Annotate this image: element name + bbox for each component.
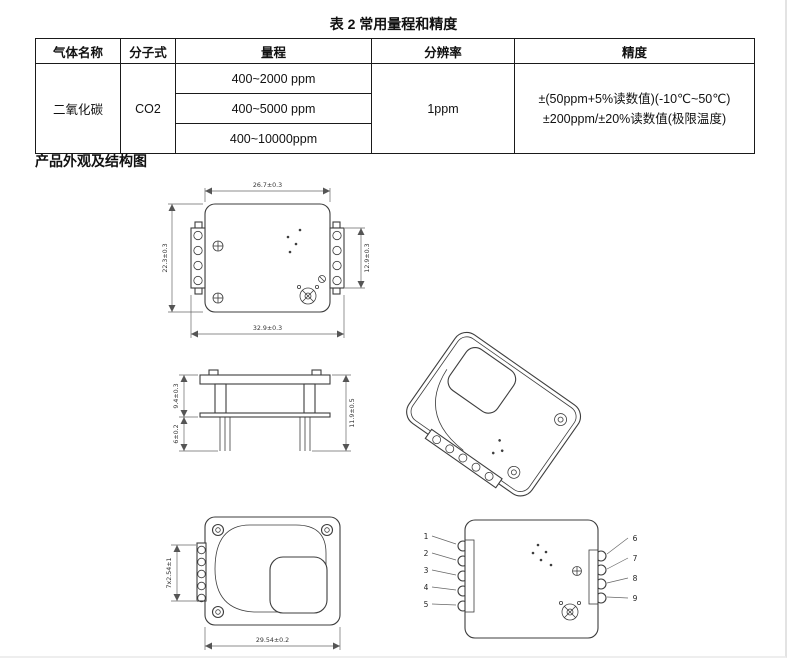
dim-bottom-pin-pitch: 7x2.54±1 — [166, 557, 173, 588]
side-view-dimensions: 9.4±0.3 6±0.2 11.9±0.5 — [173, 374, 356, 452]
drawing-top-view: 26.7±0.3 22.3±0.3 12.9±0.3 32.9±0.3 — [162, 182, 371, 338]
table-header-row: 气体名称 分子式 量程 分辨率 精度 — [35, 38, 755, 64]
cell-formula: CO2 — [120, 63, 176, 154]
pin-number-3: 3 — [424, 566, 429, 575]
drawing-bottom-view: 7x2.54±1 29.54±0.2 — [166, 516, 341, 650]
screw-icon — [212, 240, 224, 304]
cell-range-2: 400~5000 ppm — [175, 93, 372, 124]
dim-top-connector-height: 12.9±0.3 — [364, 243, 371, 272]
pin-number-7: 7 — [633, 554, 638, 563]
pin-leader-lines — [431, 535, 629, 606]
accuracy-line-2: ±200ppm/±20%读数值(极限温度) — [542, 111, 727, 126]
cell-range-3: 400~10000ppm — [175, 123, 372, 154]
drawing-iso-view — [406, 331, 582, 497]
top-view-dimensions: 26.7±0.3 22.3±0.3 12.9±0.3 32.9±0.3 — [162, 182, 371, 338]
gas-port-icon — [558, 601, 581, 621]
dim-top-body-height: 22.3±0.3 — [162, 243, 169, 272]
table-row: 二氧化碳 CO2 400~2000 ppm 1ppm ±(50ppm+5%读数值… — [35, 63, 755, 154]
col-header-formula: 分子式 — [120, 38, 176, 64]
bottom-view-dimensions: 7x2.54±1 29.54±0.2 — [166, 544, 341, 650]
section-title: 产品外观及结构图 — [35, 153, 147, 169]
dim-bottom-width: 29.54±0.2 — [256, 637, 289, 644]
cell-gas-name: 二氧化碳 — [35, 63, 121, 154]
col-header-range: 量程 — [175, 38, 372, 64]
iso-view-outline — [406, 331, 582, 497]
pin-view-outline — [457, 519, 607, 639]
pin-numbers: 1 2 3 4 5 6 7 8 9 — [424, 532, 638, 609]
drawing-side-view: 9.4±0.3 6±0.2 11.9±0.5 — [173, 369, 356, 452]
top-view-outline — [190, 203, 345, 313]
drawing-pin-view: 1 2 3 4 5 6 7 8 9 — [424, 519, 638, 639]
gas-port-icon — [296, 285, 319, 305]
pin-number-5: 5 — [424, 600, 429, 609]
cell-accuracy: ±(50ppm+5%读数值)(-10℃~50℃) ±200ppm/±20%读数值… — [514, 63, 755, 154]
table-row: 400~5000 ppm — [36, 93, 755, 124]
pin-number-8: 8 — [633, 574, 638, 583]
dim-top-total-width: 32.9±0.3 — [253, 325, 282, 332]
bottom-view-outline — [196, 516, 341, 626]
table-row: 400~10000ppm — [36, 123, 755, 154]
dim-top-body-width: 26.7±0.3 — [253, 182, 282, 189]
dim-side-pin-length: 6±0.2 — [173, 424, 180, 443]
pin-number-6: 6 — [633, 534, 638, 543]
pin-number-9: 9 — [633, 594, 638, 603]
screw-icon — [572, 566, 582, 576]
accuracy-line-1: ±(50ppm+5%读数值)(-10℃~50℃) — [538, 91, 731, 106]
dim-side-total-height: 11.9±0.5 — [349, 398, 356, 427]
col-header-resolution: 分辨率 — [371, 38, 515, 64]
pin-number-4: 4 — [424, 583, 429, 592]
pin-number-2: 2 — [424, 549, 429, 558]
cell-resolution: 1ppm — [371, 63, 515, 154]
col-header-gas-name: 气体名称 — [35, 38, 121, 64]
side-view-outline — [199, 369, 331, 451]
col-header-accuracy: 精度 — [514, 38, 755, 64]
table-title: 表 2 常用量程和精度 — [329, 16, 458, 32]
cell-range-1: 400~2000 ppm — [175, 63, 372, 94]
spec-table: 气体名称 分子式 量程 分辨率 精度 二氧化碳 CO2 400~2000 ppm… — [35, 38, 755, 154]
dim-side-body-height: 9.4±0.3 — [173, 383, 180, 408]
pin-number-1: 1 — [424, 532, 429, 541]
